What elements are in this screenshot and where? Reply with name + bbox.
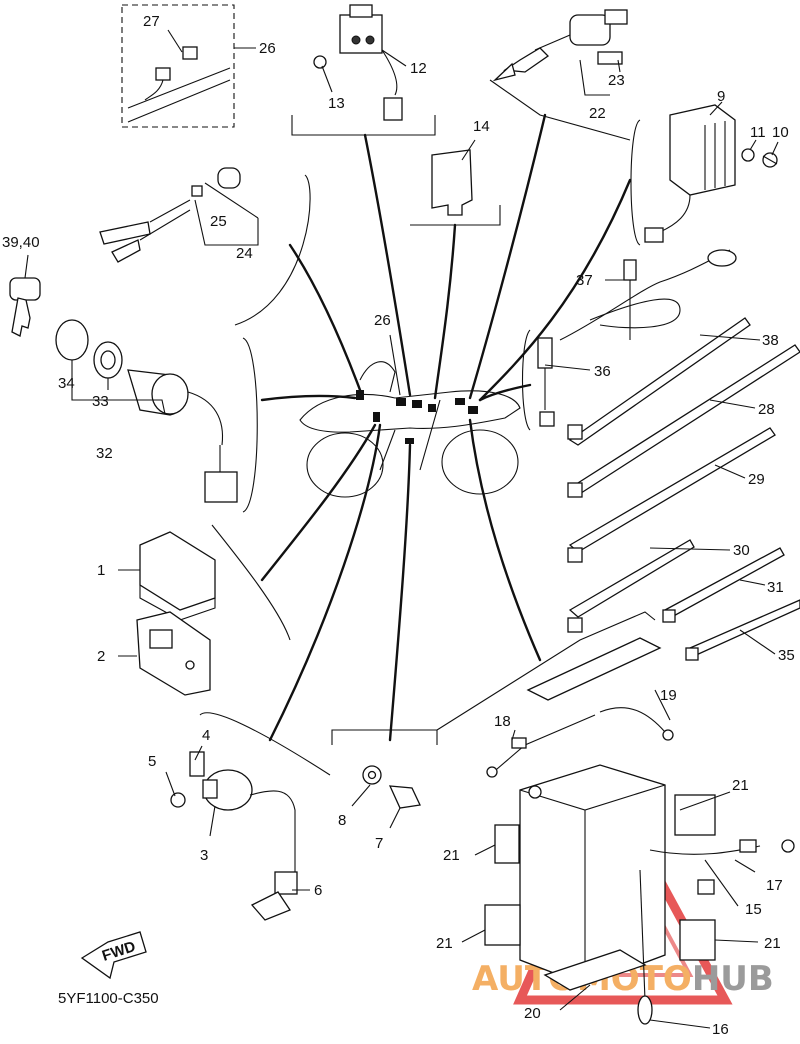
- part-27-connector-box: [121, 4, 235, 128]
- callout-26-center: 26: [374, 312, 391, 329]
- cable-ties: [567, 317, 800, 661]
- part-12-starter-relay: [313, 4, 403, 121]
- callout-28: 28: [758, 401, 775, 418]
- part-32-main-switch: [55, 319, 238, 503]
- part-8-washer: [362, 765, 382, 785]
- callout-8: 8: [338, 812, 346, 829]
- callout-15: 15: [745, 901, 762, 918]
- callout-21-b: 21: [443, 847, 460, 864]
- callout-16: 16: [712, 1021, 729, 1038]
- callout-29: 29: [748, 471, 765, 488]
- vehicle-silhouette: [299, 361, 521, 498]
- callout-20: 20: [524, 1005, 541, 1022]
- grouping-brackets: [199, 79, 656, 776]
- part-37-cable: [559, 249, 737, 341]
- callout-25: 25: [210, 213, 227, 230]
- callout-38: 38: [762, 332, 779, 349]
- callout-39-40: 39,40: [2, 234, 40, 251]
- callout-17: 17: [766, 877, 783, 894]
- part-19-battery-band: [526, 637, 662, 701]
- part-18-battery-cable: [486, 707, 674, 778]
- callout-30: 30: [733, 542, 750, 559]
- callout-14: 14: [473, 118, 490, 135]
- part-14-cap: [431, 149, 473, 216]
- callout-24: 24: [236, 245, 253, 262]
- callout-13: 13: [328, 95, 345, 112]
- callout-18: 18: [494, 713, 511, 730]
- callout-5: 5: [148, 753, 156, 770]
- callout-9: 9: [717, 88, 725, 105]
- part-36-switch: [537, 337, 555, 427]
- callout-6: 6: [314, 882, 322, 899]
- callout-19: 19: [660, 687, 677, 704]
- fwd-arrow-icon: FWD: [80, 931, 147, 980]
- watermark-text-gray: HUB: [692, 959, 774, 999]
- callout-1: 1: [97, 562, 105, 579]
- part-22-thermo-switch: [492, 9, 628, 82]
- diagram-code: 5YF1100-C350: [58, 990, 159, 1007]
- callout-7: 7: [375, 835, 383, 852]
- callout-21-a: 21: [732, 777, 749, 794]
- callout-33: 33: [92, 393, 109, 410]
- callout-3: 3: [200, 847, 208, 864]
- callout-12: 12: [410, 60, 427, 77]
- callout-31: 31: [767, 579, 784, 596]
- battery: [484, 764, 795, 1025]
- callout-37: 37: [576, 272, 593, 289]
- callout-10: 10: [772, 124, 789, 141]
- callout-leader-lines: [24, 29, 779, 1029]
- callout-35: 35: [778, 647, 795, 664]
- callout-11: 11: [750, 124, 766, 141]
- part-7-neutral-switch: [388, 785, 421, 809]
- part-24-sensor-lead: [99, 167, 241, 263]
- callout-2: 2: [97, 648, 105, 665]
- callout-32: 32: [96, 445, 113, 462]
- callout-21-d: 21: [764, 935, 781, 952]
- callout-27: 27: [143, 13, 160, 30]
- part-3-ignition-coil: [170, 751, 298, 921]
- key-icon: [9, 277, 41, 337]
- callout-4: 4: [202, 727, 210, 744]
- callout-21-c: 21: [436, 935, 453, 952]
- callout-36: 36: [594, 363, 611, 380]
- leader-wires: [260, 113, 632, 742]
- callout-26-top: 26: [259, 40, 276, 57]
- callout-34: 34: [58, 375, 75, 392]
- part-9-cdi-unit: [644, 104, 778, 243]
- part-2-rectifier-cover: [136, 611, 211, 696]
- part-1-rectifier: [139, 531, 216, 621]
- callout-23: 23: [608, 72, 625, 89]
- callout-22: 22: [589, 105, 606, 122]
- callout-numbers: 27 26 12 13 14 23 22 9 11 10 25 24 39,40…: [2, 13, 795, 1038]
